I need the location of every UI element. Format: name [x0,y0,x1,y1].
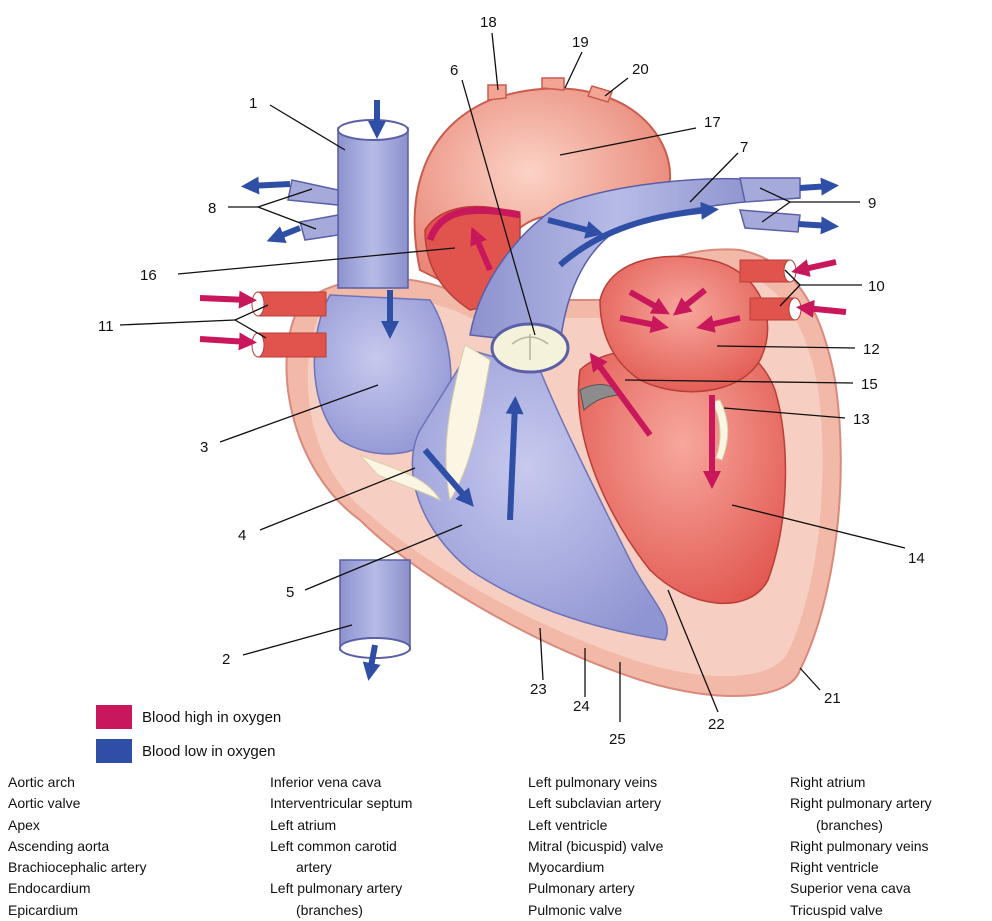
term: Right pulmonary veins [790,836,932,857]
label-7: 7 [740,139,748,156]
term-column-1: Aortic arch Aortic valve Apex Ascending … [8,772,147,921]
term: Tricuspid valve [790,900,932,921]
term: Epicardium [8,900,147,921]
legend: Blood high in oxygen Blood low in oxygen [96,700,281,768]
label-14: 14 [908,550,925,567]
term: Right ventricle [790,857,932,878]
label-19: 19 [572,34,589,51]
left-common-carotid-artery [542,78,564,90]
label-1: 1 [249,95,257,112]
superior-vena-cava [338,128,408,288]
term: Right pulmonary artery [790,793,932,814]
label-20: 20 [632,61,649,78]
brachiocephalic-artery [488,85,506,100]
label-23: 23 [530,681,547,698]
term: Pulmonic valve [528,900,663,921]
term: Left ventricle [528,815,663,836]
term: Interventricular septum [270,793,412,814]
legend-label-low: Blood low in oxygen [142,743,275,760]
term: Superior vena cava [790,878,932,899]
term: Right atrium [790,772,932,793]
term: Myocardium [528,857,663,878]
left-pulmonary-artery-branches [740,178,800,232]
label-2: 2 [222,651,230,668]
label-12: 12 [863,341,880,358]
term: Brachiocephalic artery [8,857,147,878]
term: Aortic valve [8,793,147,814]
term: Inferior vena cava [270,772,412,793]
label-24: 24 [573,698,590,715]
label-16: 16 [140,267,157,284]
term: artery [270,857,412,878]
label-21: 21 [824,690,841,707]
term: Mitral (bicuspid) valve [528,836,663,857]
term: Apex [8,815,147,836]
term: Aortic arch [8,772,147,793]
inferior-vena-cava [340,560,410,650]
term-column-3: Left pulmonary veins Left subclavian art… [528,772,663,921]
legend-item-low-oxygen: Blood low in oxygen [96,734,281,768]
label-9: 9 [868,195,876,212]
term: Pulmonary artery [528,878,663,899]
term: Left atrium [270,815,412,836]
label-8: 8 [208,200,216,217]
term: (branches) [790,815,932,836]
label-3: 3 [200,439,208,456]
term: Left common carotid [270,836,412,857]
label-15: 15 [861,376,878,393]
term: (branches) [270,900,412,921]
label-22: 22 [708,716,725,733]
term: Left pulmonary artery [270,878,412,899]
label-6: 6 [450,62,458,79]
label-17: 17 [704,114,721,131]
label-4: 4 [238,527,246,544]
high-oxygen-swatch [96,705,132,729]
label-25: 25 [609,731,626,748]
svc-opening [338,120,408,140]
legend-item-high-oxygen: Blood high in oxygen [96,700,281,734]
term: Endocardium [8,878,147,899]
term: Left pulmonary veins [528,772,663,793]
label-10: 10 [868,278,885,295]
low-oxygen-swatch [96,739,132,763]
term-column-4: Right atrium Right pulmonary artery (bra… [790,772,932,921]
term-column-2: Inferior vena cava Interventricular sept… [270,772,412,921]
term: Ascending aorta [8,836,147,857]
term: Left subclavian artery [528,793,663,814]
label-13: 13 [853,411,870,428]
legend-label-high: Blood high in oxygen [142,709,281,726]
label-11: 11 [98,318,114,335]
label-5: 5 [286,584,294,601]
label-18: 18 [480,14,497,31]
